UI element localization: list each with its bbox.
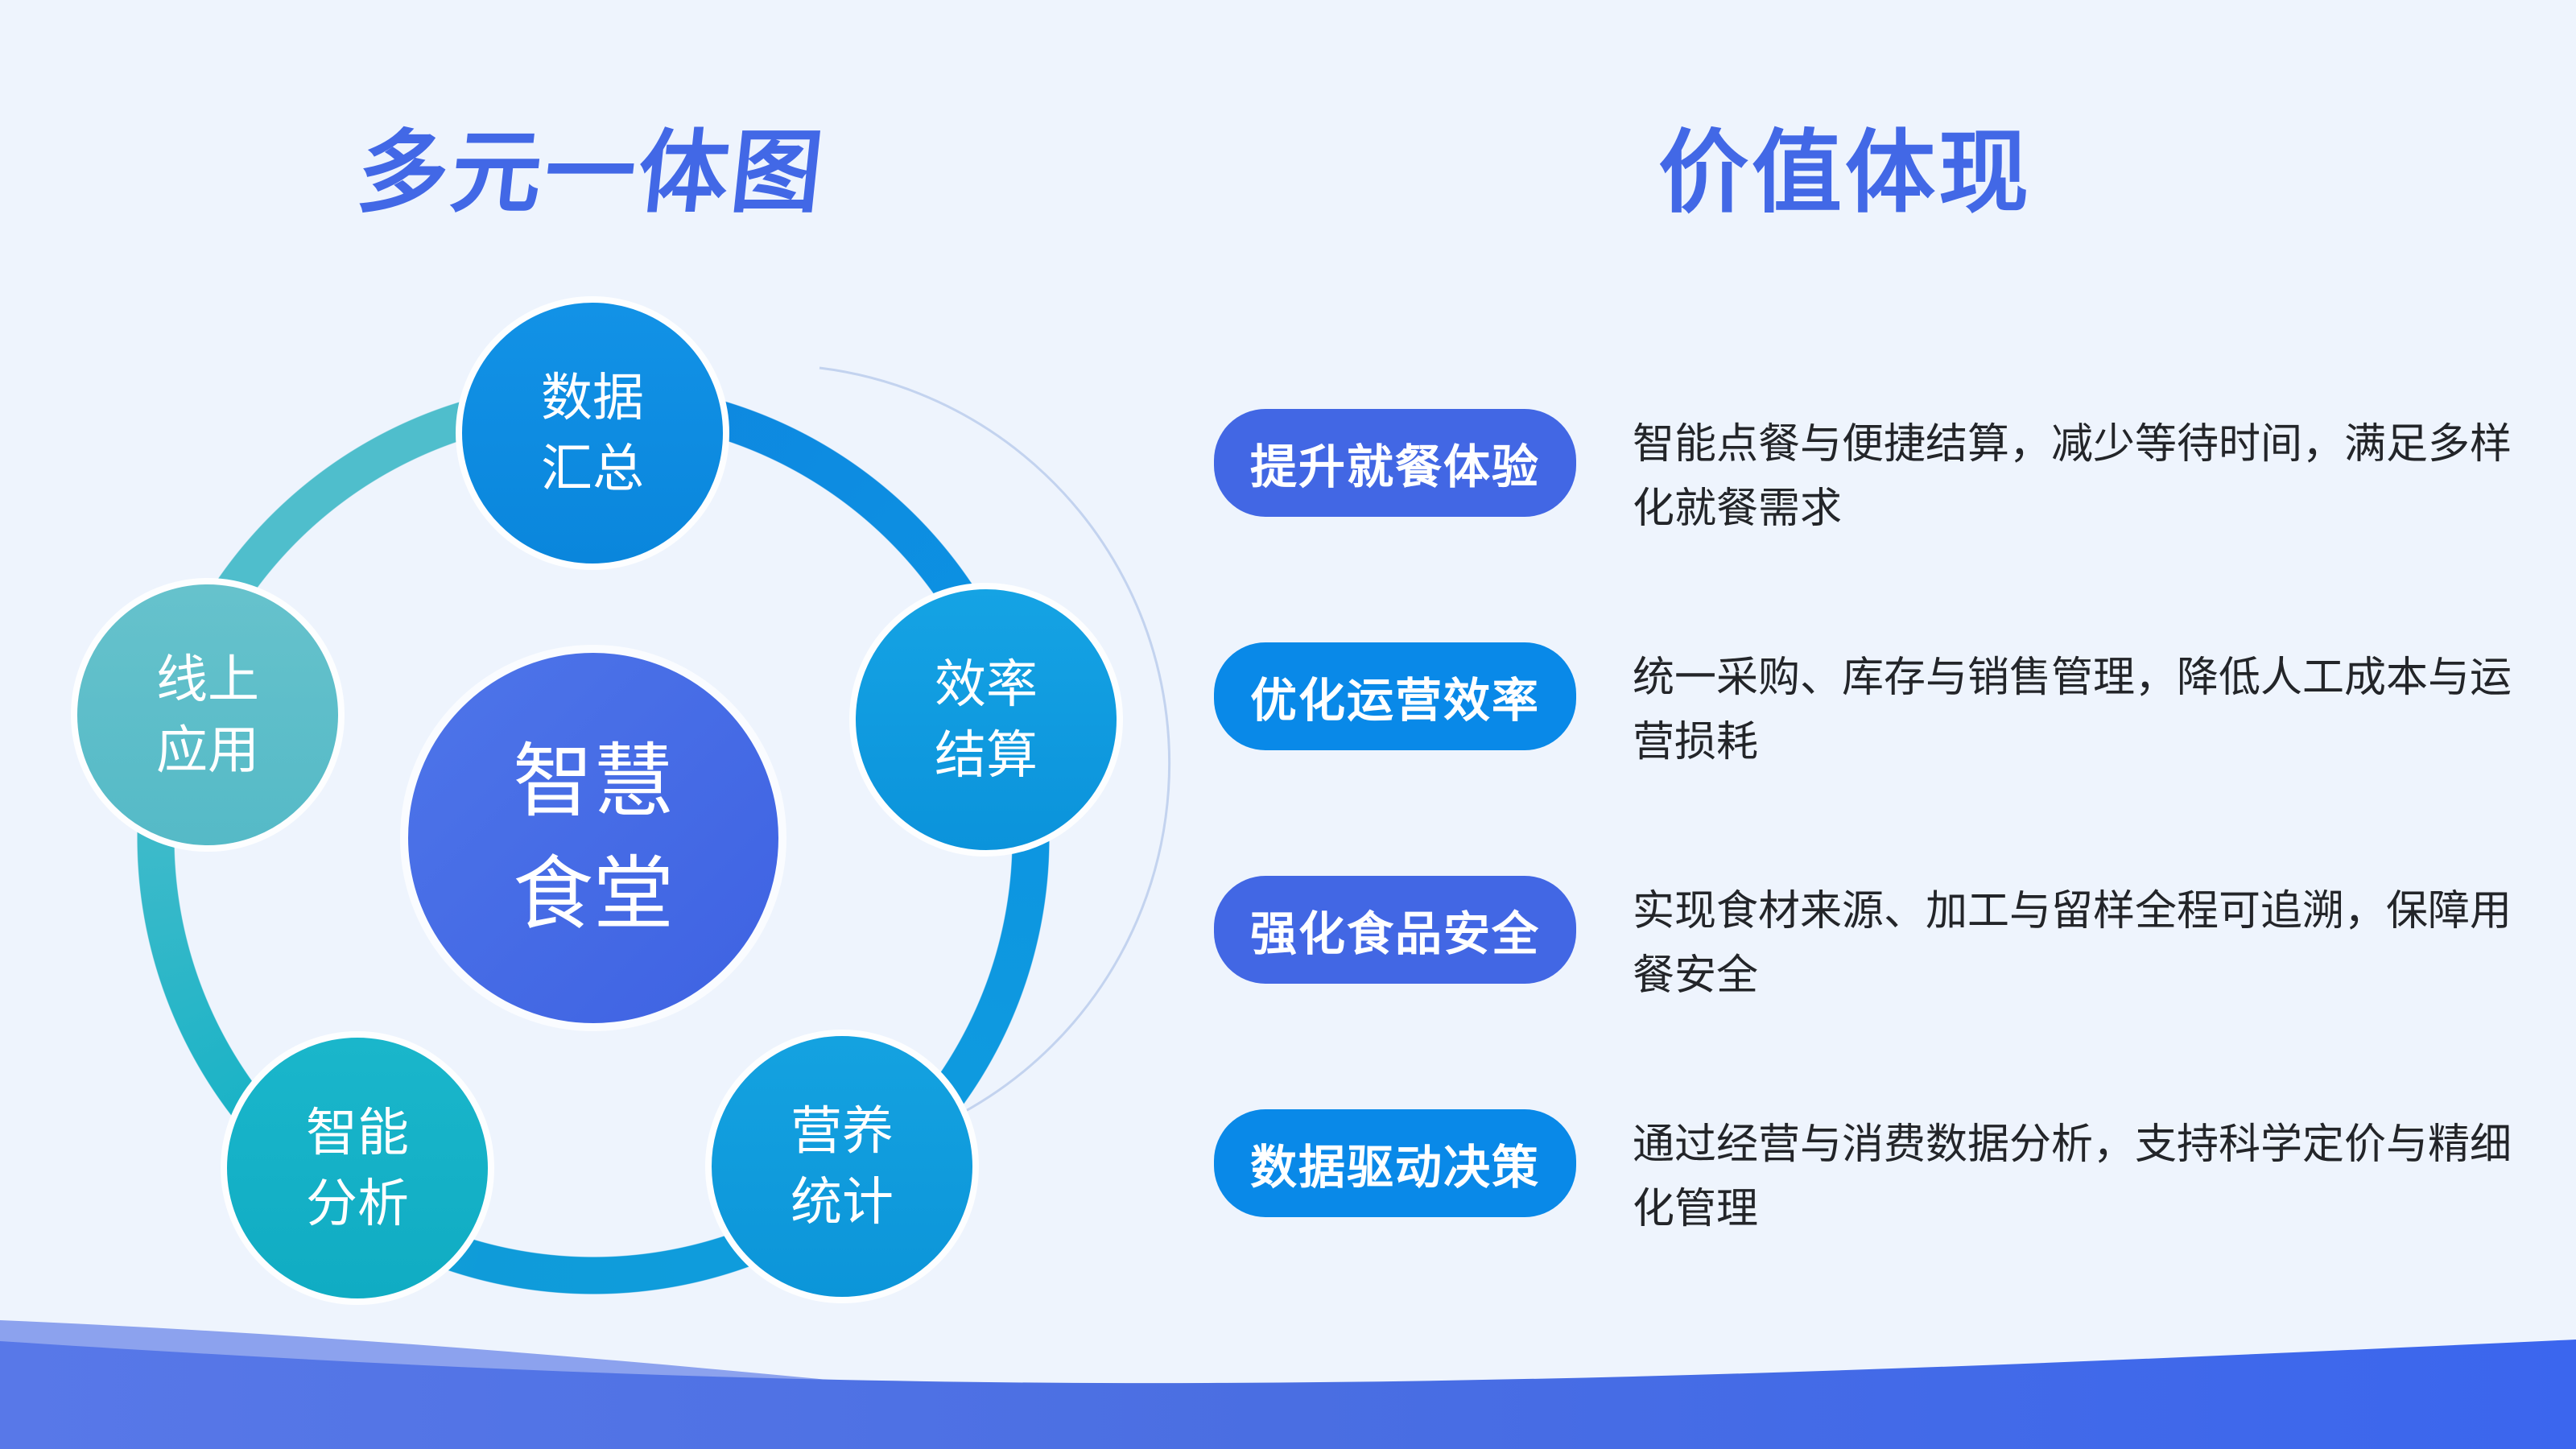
value-tag-badge: 强化食品安全 <box>1214 876 1576 984</box>
node-label: 数据 汇总 <box>541 368 644 497</box>
node-label: 智能 分析 <box>306 1103 409 1232</box>
diagram-node-online-application: 线上 应用 <box>71 578 345 852</box>
node-label: 效率 结算 <box>935 654 1038 784</box>
value-description: 统一采购、库存与销售管理，降低人工成本与运 营损耗 <box>1633 654 2512 766</box>
value-description: 实现食材来源、加工与留样全程可追溯，保障用 餐安全 <box>1633 888 2512 999</box>
diagram-node-intelligent-analysis: 智能 分析 <box>221 1031 494 1305</box>
value-description: 智能点餐与便捷结算，减少等待时间，满足多样 化就餐需求 <box>1633 421 2512 532</box>
diagram-node-data-summary: 数据 汇总 <box>456 296 729 570</box>
diagram-node-efficiency-settlement: 效率 结算 <box>849 583 1123 857</box>
node-label: 线上 应用 <box>156 650 259 779</box>
diagram-center-node: 智慧 食堂 <box>400 645 786 1031</box>
value-tag-badge: 数据驱动决策 <box>1214 1109 1576 1217</box>
node-label: 营养 统计 <box>791 1101 894 1231</box>
diagram-title: 多元一体图 <box>353 122 831 223</box>
footer-wave-main <box>0 1340 2576 1449</box>
decorative-circle-arc <box>819 366 1171 1120</box>
value-title: 价值体现 <box>1658 122 2032 223</box>
value-description: 通过经营与消费数据分析，支持科学定价与精细 化管理 <box>1633 1121 2512 1232</box>
diagram-node-nutrition-statistics: 营养 统计 <box>705 1030 979 1303</box>
value-tag-badge: 提升就餐体验 <box>1214 409 1576 517</box>
value-tag-badge: 优化运营效率 <box>1214 642 1576 750</box>
center-node-label: 智慧 食堂 <box>513 737 674 939</box>
